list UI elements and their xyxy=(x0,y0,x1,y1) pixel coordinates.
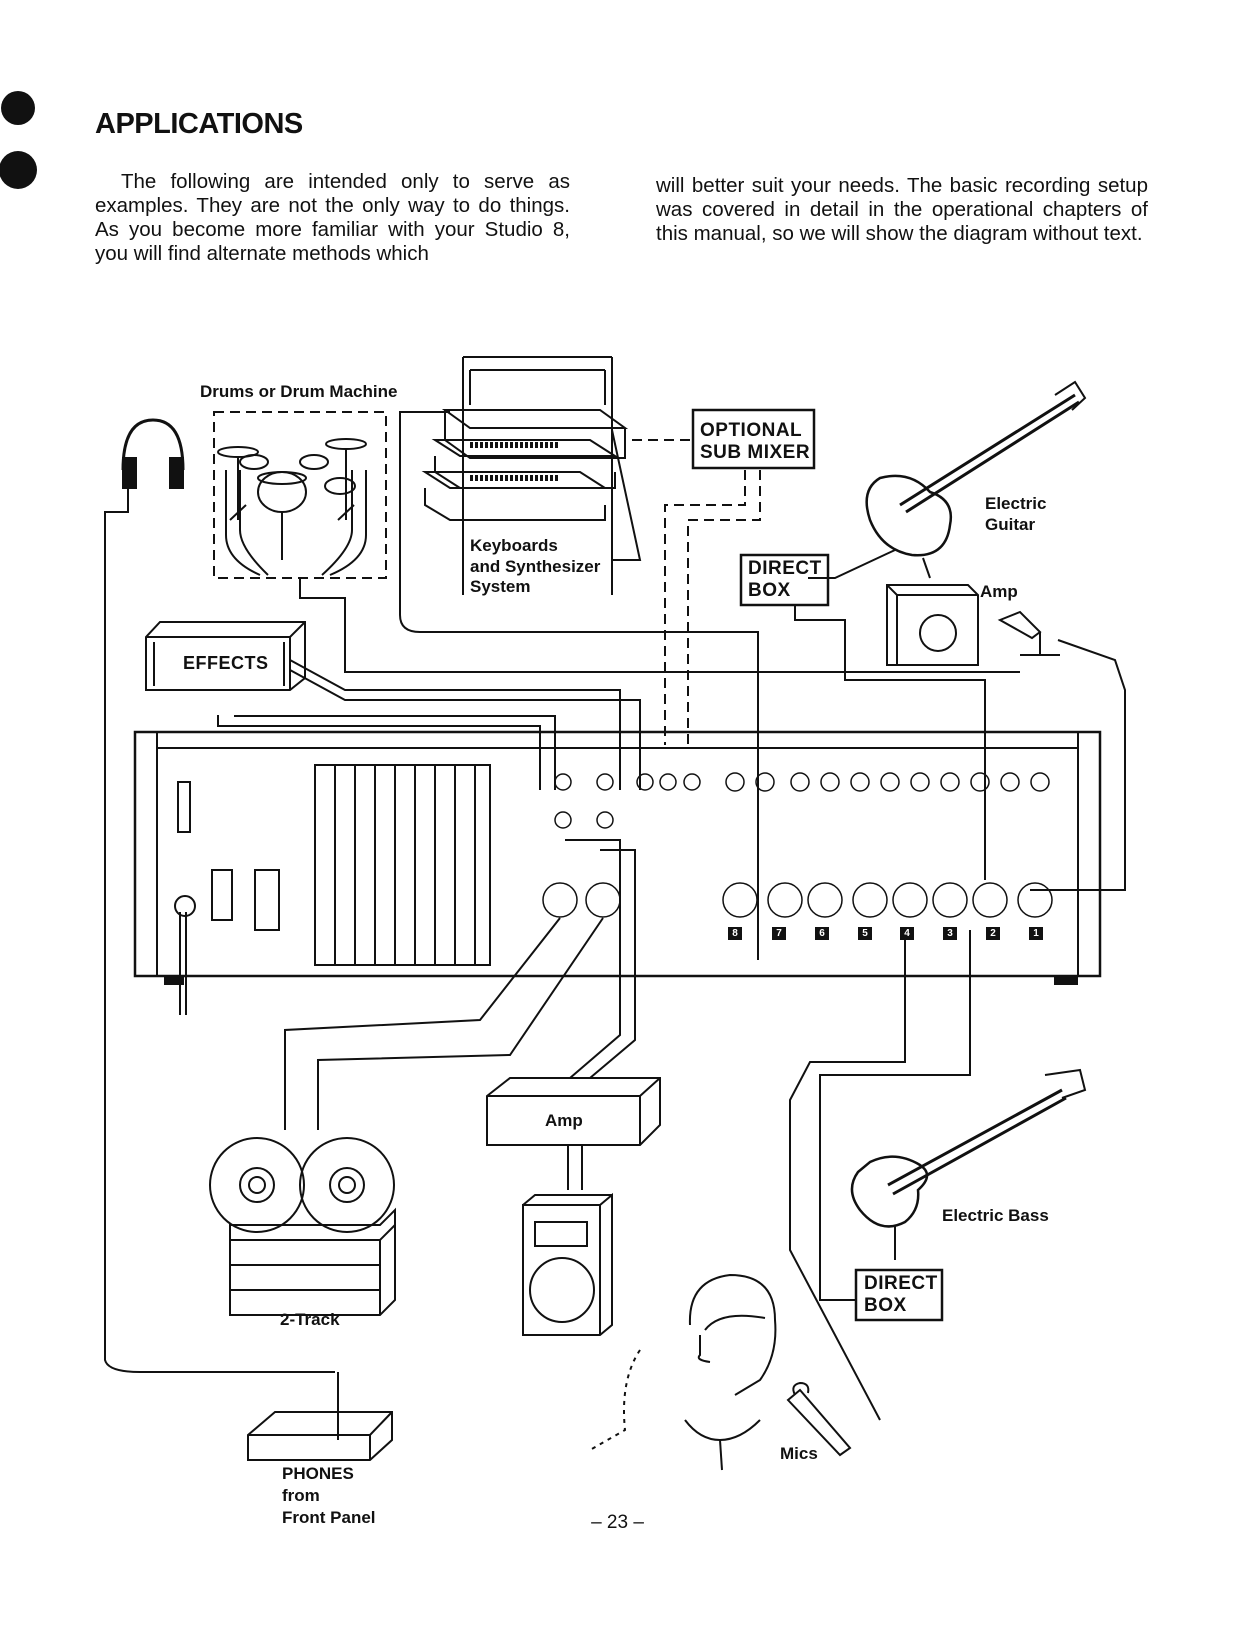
guitar-amp-icon xyxy=(886,584,979,666)
headphones-icon xyxy=(104,418,335,1373)
phones-label: PHONES from Front Panel xyxy=(282,1464,376,1527)
direct-box-bottom-label: DIRECT BOX xyxy=(864,1273,938,1316)
channel-number: 4 xyxy=(904,928,910,939)
page-title: APPLICATIONS xyxy=(95,108,303,140)
intro-paragraph-left: The following are intended only to serve… xyxy=(95,170,570,265)
channel-number: 3 xyxy=(947,928,953,939)
drum-kit-icon xyxy=(213,411,387,579)
two-track-label: 2-Track xyxy=(280,1310,340,1329)
channel-number: 6 xyxy=(819,928,825,939)
channel-number: 5 xyxy=(862,928,868,939)
channel-number: 7 xyxy=(776,928,782,939)
sub-mixer-box xyxy=(691,408,816,470)
electric-guitar-icon xyxy=(808,380,1087,579)
mixer-rear-panel xyxy=(133,730,1102,1015)
intro-paragraph-right: will better suit your needs. The basic r… xyxy=(656,174,1148,245)
electric-bass-icon xyxy=(850,1068,1087,1260)
keyboard-rack-icon xyxy=(421,356,642,595)
electric-guitar-label: Electric Guitar xyxy=(985,494,1047,534)
microphone-icon xyxy=(997,610,1126,891)
direct-box-top xyxy=(739,553,830,607)
channel-number: 1 xyxy=(1033,928,1039,939)
mics-label: Mics xyxy=(780,1444,818,1463)
power-amp-label: Amp xyxy=(545,1111,583,1130)
punch-hole-icon xyxy=(0,91,37,189)
tape-recorder-icon xyxy=(209,1137,396,1316)
keyboards-label: Keyboards and Synthesizer System xyxy=(470,536,601,596)
speaker-icon xyxy=(522,1192,613,1336)
phones-front-panel-icon xyxy=(247,1372,393,1461)
vocalist-icon xyxy=(684,1273,852,1471)
direct-box-bottom xyxy=(854,1268,944,1322)
power-amp-icon xyxy=(486,1077,661,1146)
direct-box-top-label: DIRECT BOX xyxy=(748,558,822,601)
page-number: – 23 – xyxy=(591,1512,644,1533)
guitar-amp-label: Amp xyxy=(980,582,1018,601)
effects-label: EFFECTS xyxy=(183,653,269,673)
sub-mixer-label: OPTIONAL SUB MIXER xyxy=(700,420,811,463)
channel-number: 2 xyxy=(990,928,996,939)
drums-label: Drums or Drum Machine xyxy=(200,382,398,401)
channel-number: 8 xyxy=(732,928,738,939)
electric-bass-label: Electric Bass xyxy=(942,1206,1049,1225)
